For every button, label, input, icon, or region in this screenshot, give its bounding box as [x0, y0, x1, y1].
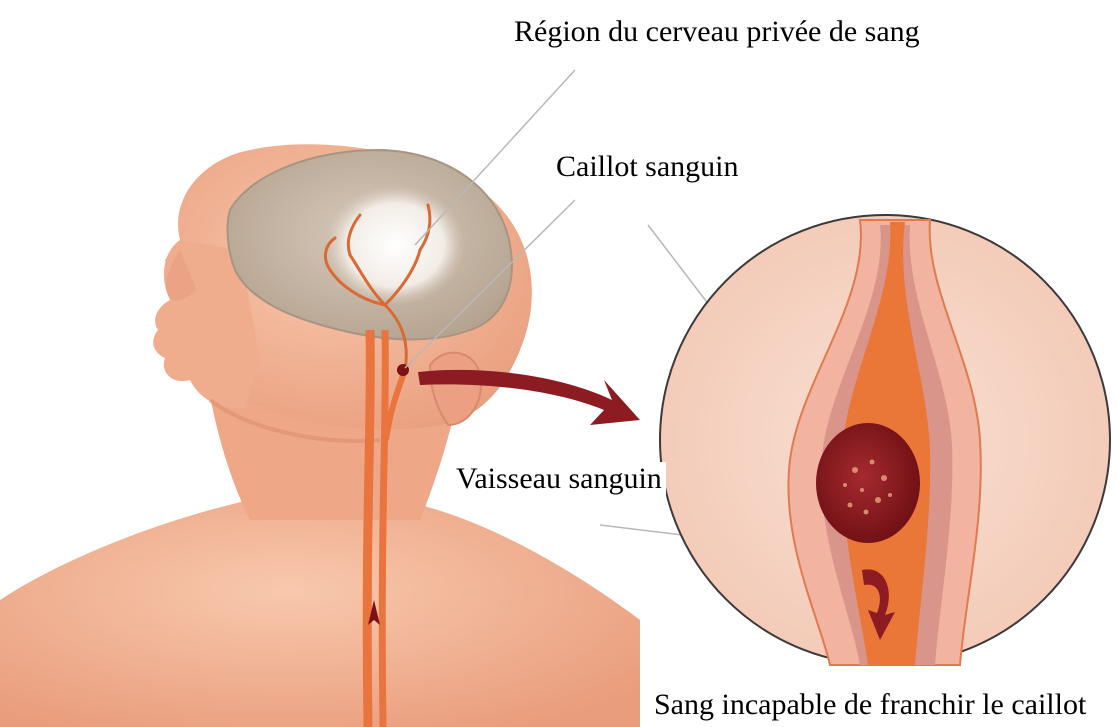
- neck-artery: [367, 330, 370, 727]
- label-blood-clot: Caillot sanguin: [552, 150, 743, 184]
- label-blocked-blood: Sang incapable de franchir le caillot: [650, 688, 1090, 722]
- shoulders: [0, 500, 640, 727]
- label-brain-region: Région du cerveau privée de sang: [510, 15, 924, 49]
- clot: [816, 423, 920, 543]
- label-blood-vessel: Vaisseau sanguin: [452, 462, 666, 496]
